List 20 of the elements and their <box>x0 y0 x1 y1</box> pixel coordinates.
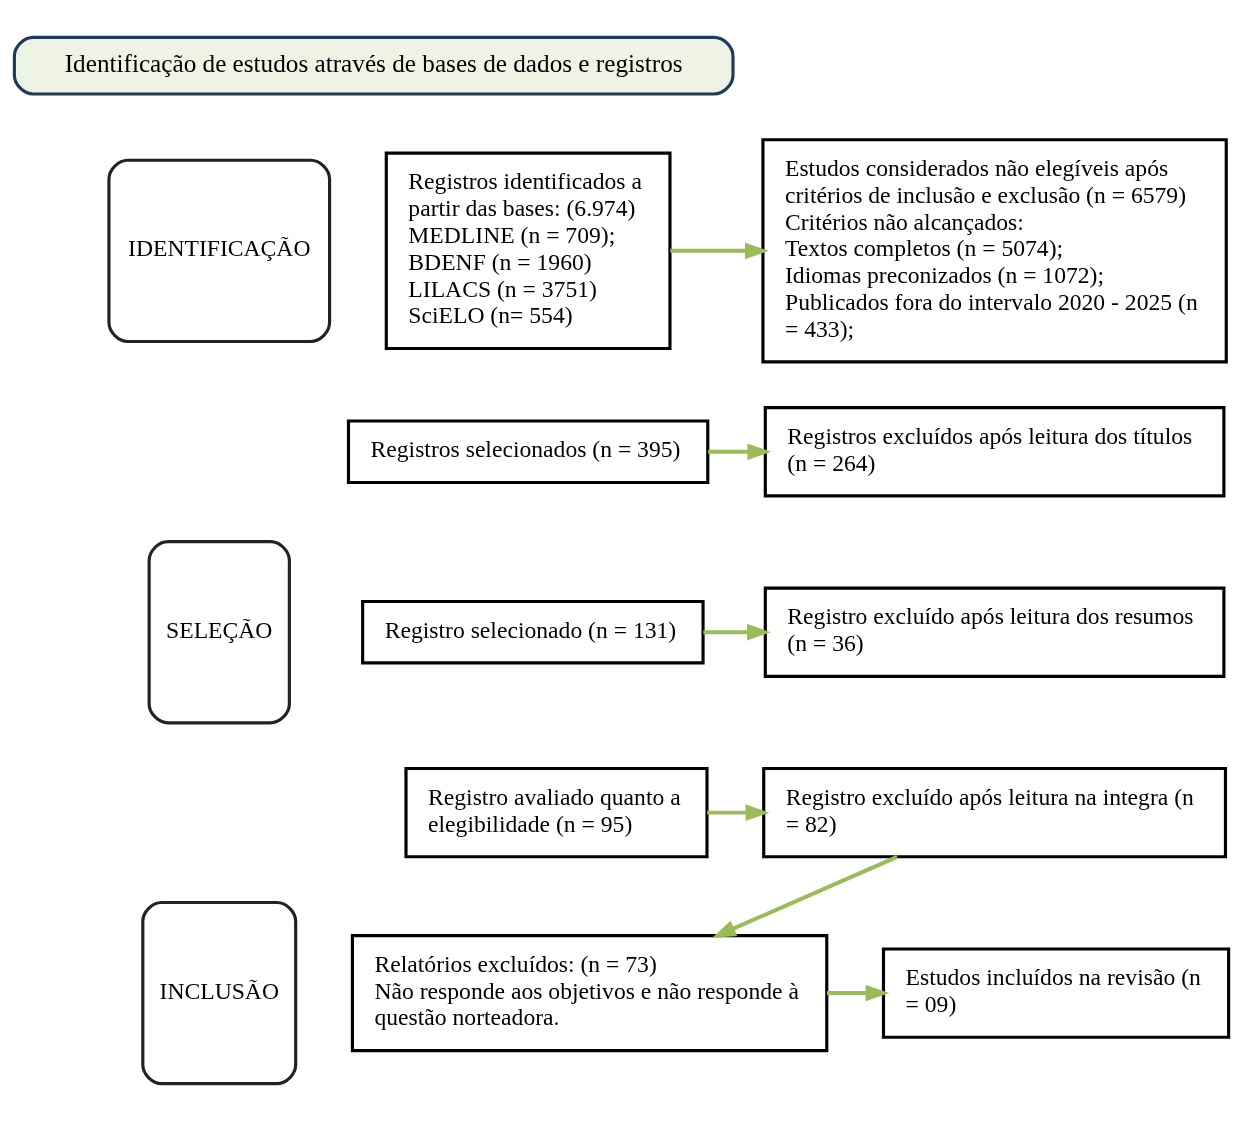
node-box: Registro excluído após leitura na integra (n = 82) <box>762 766 1228 859</box>
node-box: IDENTIFICAÇÃO <box>107 158 332 344</box>
node-box: Estudos incluídos na revisão (n = 09) <box>881 947 1231 1039</box>
arrow <box>703 623 771 641</box>
node-box: Registro avaliado quanto a elegibilidade (n = 95) <box>404 766 709 859</box>
node-box: Registro selecionado (n = 131) <box>361 599 705 665</box>
node-box: INCLUSÃO <box>141 900 298 1086</box>
arrow <box>707 804 770 821</box>
node-box: Registros identificados a partir das bases: (6.974) MEDLINE (n = 709); BDENF (n = 1960) LILACS (n = 3751) SciELO (n= 554) <box>384 151 672 351</box>
arrow <box>826 984 890 1002</box>
arrow <box>708 443 772 461</box>
node-box: Estudos considerados não elegíveis após critérios de inclusão e exclusão (n = 6579) Critérios não alcançados: Textos completos (n = 5074); Idiomas preconizados (n = 1072); Publicados fora do intervalo 2020 - 2025 (n = 433); <box>761 138 1228 364</box>
node-box: Identificação de estudos através de bases de dados e registros <box>12 35 735 96</box>
arrow <box>670 242 769 260</box>
node-box: Relatórios excluídos: (n = 73) Não responde aos objetivos e não responde à questão norteadora. <box>350 934 829 1053</box>
arrow <box>712 855 898 938</box>
node-box: Registro excluído após leitura dos resumos (n = 36) <box>763 586 1226 678</box>
node-box: Registros selecionados (n = 395) <box>346 419 710 485</box>
node-box: Registros excluídos após leitura dos títulos (n = 264) <box>763 406 1226 498</box>
node-box: SELEÇÃO <box>147 540 291 725</box>
